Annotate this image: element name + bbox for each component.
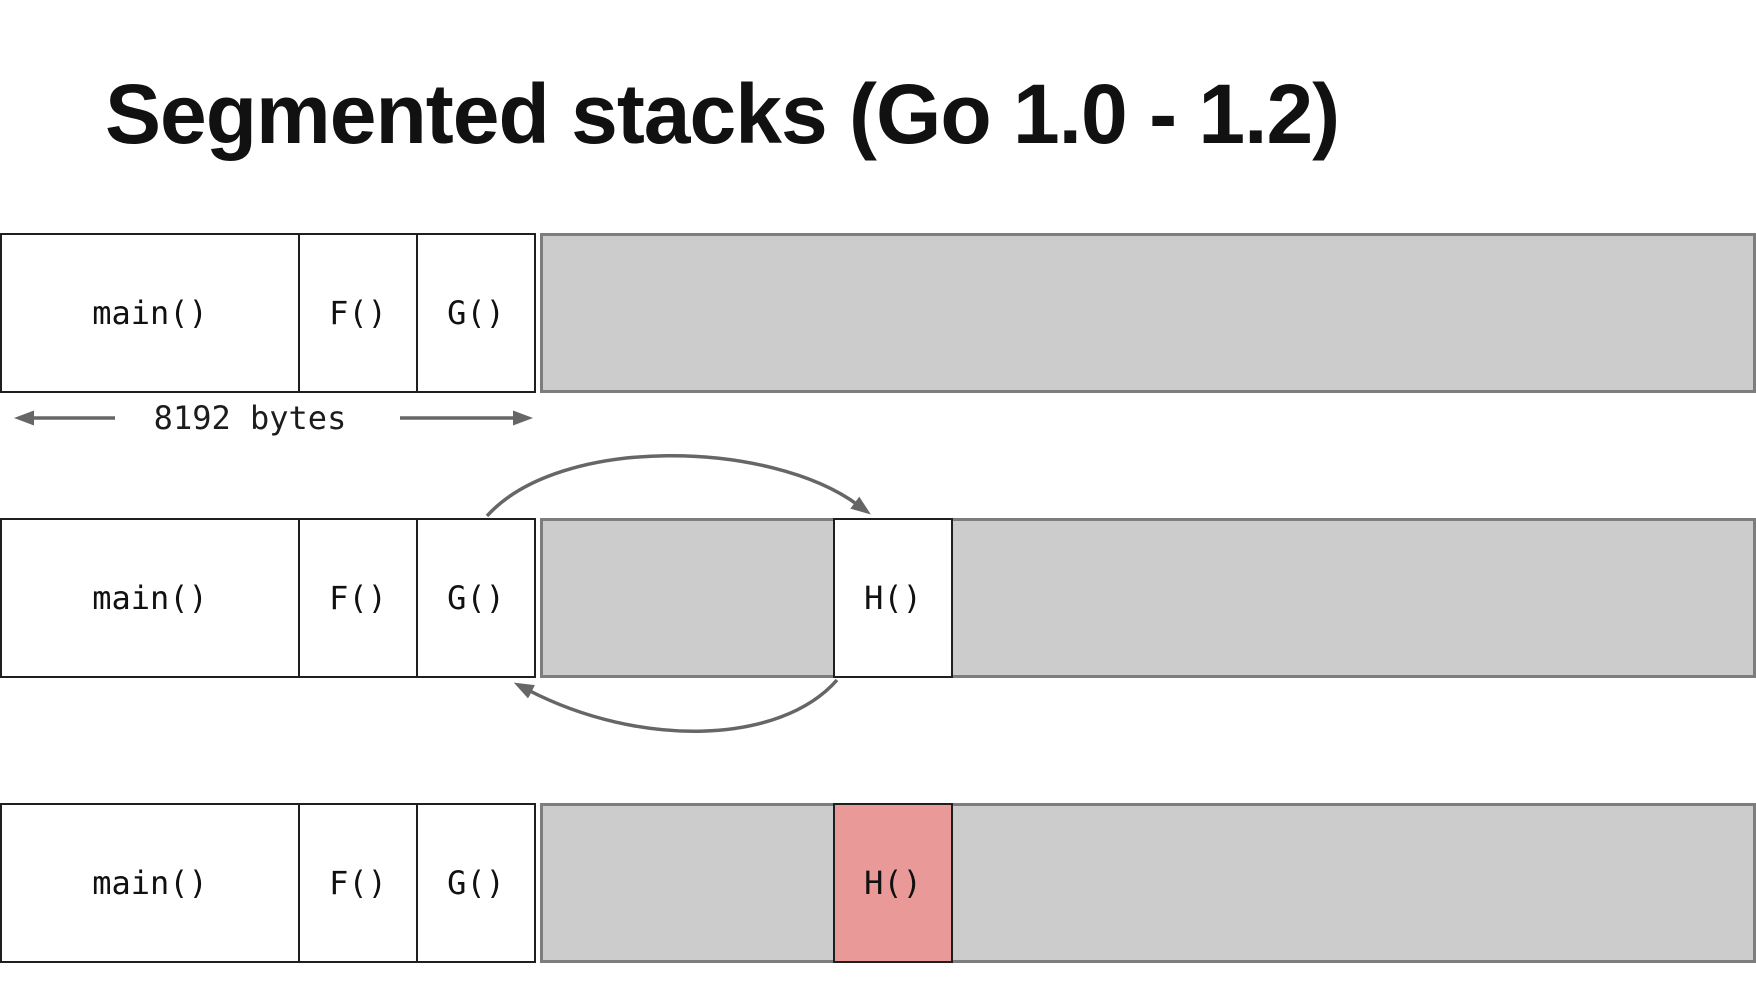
call-arrow-icon	[485, 454, 871, 518]
stack-row-hot-split: main() F() G() H()	[0, 803, 1756, 963]
stack-frame-main: main()	[0, 233, 300, 393]
frame-label: G()	[447, 579, 505, 617]
stack-frame-g: G()	[416, 518, 536, 678]
frame-label: F()	[329, 579, 387, 617]
measure-label: 8192 bytes	[153, 399, 347, 437]
stack-row-initial: main() F() G()	[0, 233, 1756, 393]
free-segment-band	[540, 518, 1756, 678]
frame-label: F()	[329, 864, 387, 902]
free-segment-band	[540, 803, 1756, 963]
stack-frame-f: F()	[298, 233, 418, 393]
stack-frame-g: G()	[416, 803, 536, 963]
stack-row-after-call: main() F() G() H()	[0, 518, 1756, 678]
frame-label: G()	[447, 294, 505, 332]
stack-frame-h: H()	[833, 518, 953, 678]
frame-label: F()	[329, 294, 387, 332]
stack-frame-main: main()	[0, 803, 300, 963]
frame-label: main()	[92, 294, 208, 332]
stack-frame-f: F()	[298, 518, 418, 678]
frame-label: G()	[447, 864, 505, 902]
segment-size-measure	[14, 410, 533, 426]
stack-frame-main: main()	[0, 518, 300, 678]
stack-frame-g: G()	[416, 233, 536, 393]
free-segment-band	[540, 233, 1756, 393]
frame-label: main()	[92, 864, 208, 902]
frame-label: H()	[864, 579, 922, 617]
slide-title: Segmented stacks (Go 1.0 - 1.2)	[105, 67, 1340, 161]
return-arrow-icon	[513, 678, 839, 734]
frame-label: main()	[92, 579, 208, 617]
stack-frame-f: F()	[298, 803, 418, 963]
frame-label: H()	[864, 864, 922, 902]
stack-frame-h-hot: H()	[833, 803, 953, 963]
